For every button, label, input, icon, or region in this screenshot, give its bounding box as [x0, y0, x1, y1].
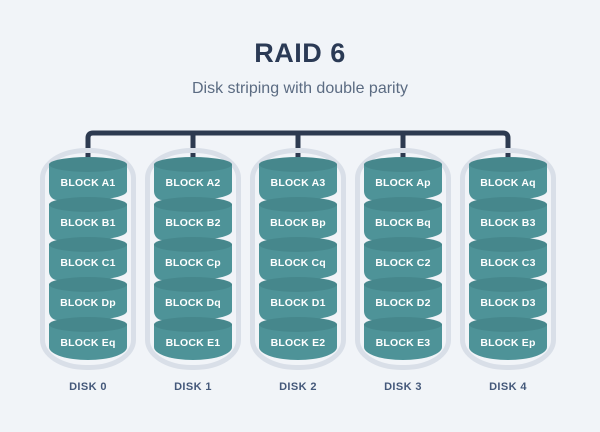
- block-cylinder-top: [259, 197, 337, 212]
- disk-block[interactable]: BLOCK C3: [469, 237, 547, 283]
- block-cylinder-top: [364, 237, 442, 252]
- disk-label: DISK 0: [69, 381, 107, 393]
- block-cylinder-top: [259, 237, 337, 252]
- block-label: BLOCK E1: [165, 337, 221, 349]
- disk-column[interactable]: BLOCK A1 BLOCK B1 BLOCK C1 BLOCK Dp BLOCK Eq: [40, 148, 136, 370]
- block-label: BLOCK C1: [60, 257, 116, 269]
- disk-block[interactable]: BLOCK D2: [364, 277, 442, 323]
- block-label: BLOCK Ap: [375, 177, 431, 189]
- block-label: BLOCK E3: [375, 337, 431, 349]
- disk-frame: BLOCK A2 BLOCK B2 BLOCK Cp BLOCK Dq BLOCK E1: [145, 148, 241, 370]
- block-cylinder-top: [49, 197, 127, 212]
- block-label: BLOCK B3: [480, 217, 536, 229]
- disk-column[interactable]: BLOCK Aq BLOCK B3 BLOCK C3 BLOCK D3 BLOCK Ep: [460, 148, 556, 370]
- disk-column[interactable]: BLOCK Ap BLOCK Bq BLOCK C2 BLOCK D2 BLOCK E3: [355, 148, 451, 370]
- disk-block[interactable]: BLOCK Cq: [259, 237, 337, 283]
- disk-label: DISK 4: [489, 381, 527, 393]
- disk-label: DISK 1: [174, 381, 212, 393]
- block-label: BLOCK D1: [270, 297, 326, 309]
- disk-block[interactable]: BLOCK E2: [259, 317, 337, 363]
- block-cylinder-top: [364, 277, 442, 292]
- disk-label: DISK 2: [279, 381, 317, 393]
- disk-block[interactable]: BLOCK Dp: [49, 277, 127, 323]
- block-cylinder-top: [364, 317, 442, 332]
- block-label: BLOCK A1: [60, 177, 116, 189]
- disk-block[interactable]: BLOCK C1: [49, 237, 127, 283]
- block-stack: BLOCK A2 BLOCK B2 BLOCK Cp BLOCK Dq BLOCK E1: [154, 157, 232, 363]
- page-title: RAID 6: [254, 38, 346, 68]
- block-label: BLOCK D3: [480, 297, 536, 309]
- block-label: BLOCK Dp: [60, 297, 116, 309]
- block-label: BLOCK B2: [165, 217, 221, 229]
- block-label: BLOCK A3: [270, 177, 326, 189]
- block-cylinder-top: [469, 277, 547, 292]
- block-cylinder-top: [49, 317, 127, 332]
- disk-frame: BLOCK A3 BLOCK Bp BLOCK Cq BLOCK D1 BLOCK E2: [250, 148, 346, 370]
- block-label: BLOCK C2: [375, 257, 431, 269]
- block-stack: BLOCK Aq BLOCK B3 BLOCK C3 BLOCK D3 BLOCK Ep: [469, 157, 547, 363]
- block-label: BLOCK Ep: [480, 337, 536, 349]
- disk-block[interactable]: BLOCK E3: [364, 317, 442, 363]
- block-cylinder-top: [154, 317, 232, 332]
- block-cylinder-top: [154, 237, 232, 252]
- disk-block[interactable]: BLOCK Eq: [49, 317, 127, 363]
- disk-block[interactable]: BLOCK Ep: [469, 317, 547, 363]
- block-cylinder-top: [469, 317, 547, 332]
- block-label: BLOCK Cq: [270, 257, 326, 269]
- block-label: BLOCK B1: [60, 217, 116, 229]
- disk-block[interactable]: BLOCK B2: [154, 197, 232, 243]
- block-stack: BLOCK A3 BLOCK Bp BLOCK Cq BLOCK D1 BLOCK E2: [259, 157, 337, 363]
- block-label: BLOCK D2: [375, 297, 431, 309]
- block-label: BLOCK Aq: [480, 177, 536, 189]
- block-label: BLOCK Cp: [165, 257, 221, 269]
- block-label: BLOCK A2: [165, 177, 221, 189]
- block-cylinder-top: [259, 277, 337, 292]
- disk-block[interactable]: BLOCK Bq: [364, 197, 442, 243]
- block-label: BLOCK Bq: [375, 217, 431, 229]
- block-stack: BLOCK Ap BLOCK Bq BLOCK C2 BLOCK D2 BLOCK E3: [364, 157, 442, 363]
- disk-block[interactable]: BLOCK D3: [469, 277, 547, 323]
- disk-label: DISK 3: [384, 381, 422, 393]
- block-cylinder-top: [49, 237, 127, 252]
- page-subtitle: Disk striping with double parity: [191, 80, 409, 97]
- disk-block[interactable]: BLOCK Dq: [154, 277, 232, 323]
- block-stack: BLOCK A1 BLOCK B1 BLOCK C1 BLOCK Dp BLOCK Eq: [49, 157, 127, 363]
- block-cylinder-top: [154, 197, 232, 212]
- disk-frame: BLOCK A1 BLOCK B1 BLOCK C1 BLOCK Dp BLOCK Eq: [40, 148, 136, 370]
- disk-block[interactable]: BLOCK C2: [364, 237, 442, 283]
- block-cylinder-top: [154, 277, 232, 292]
- disk-column[interactable]: BLOCK A3 BLOCK Bp BLOCK Cq BLOCK D1 BLOCK E2: [250, 148, 346, 370]
- disk-column[interactable]: BLOCK A2 BLOCK B2 BLOCK Cp BLOCK Dq BLOCK E1: [145, 148, 241, 370]
- block-label: BLOCK Eq: [60, 337, 116, 349]
- block-label: BLOCK Dq: [165, 297, 221, 309]
- disk-block[interactable]: BLOCK B1: [49, 197, 127, 243]
- disk-block[interactable]: BLOCK E1: [154, 317, 232, 363]
- disk-block[interactable]: BLOCK Cp: [154, 237, 232, 283]
- block-cylinder-top: [469, 237, 547, 252]
- block-cylinder-top: [364, 197, 442, 212]
- disk-frame: BLOCK Aq BLOCK B3 BLOCK C3 BLOCK D3 BLOCK Ep: [460, 148, 556, 370]
- block-cylinder-top: [259, 317, 337, 332]
- disk-block[interactable]: BLOCK B3: [469, 197, 547, 243]
- disk-block[interactable]: BLOCK Bp: [259, 197, 337, 243]
- block-cylinder-top: [469, 197, 547, 212]
- block-cylinder-top: [49, 277, 127, 292]
- disk-frame: BLOCK Ap BLOCK Bq BLOCK C2 BLOCK D2 BLOCK E3: [355, 148, 451, 370]
- disk-block[interactable]: BLOCK A2: [154, 157, 232, 203]
- block-label: BLOCK C3: [480, 257, 536, 269]
- disk-block[interactable]: BLOCK D1: [259, 277, 337, 323]
- block-label: BLOCK E2: [270, 337, 326, 349]
- block-label: BLOCK Bp: [270, 217, 326, 229]
